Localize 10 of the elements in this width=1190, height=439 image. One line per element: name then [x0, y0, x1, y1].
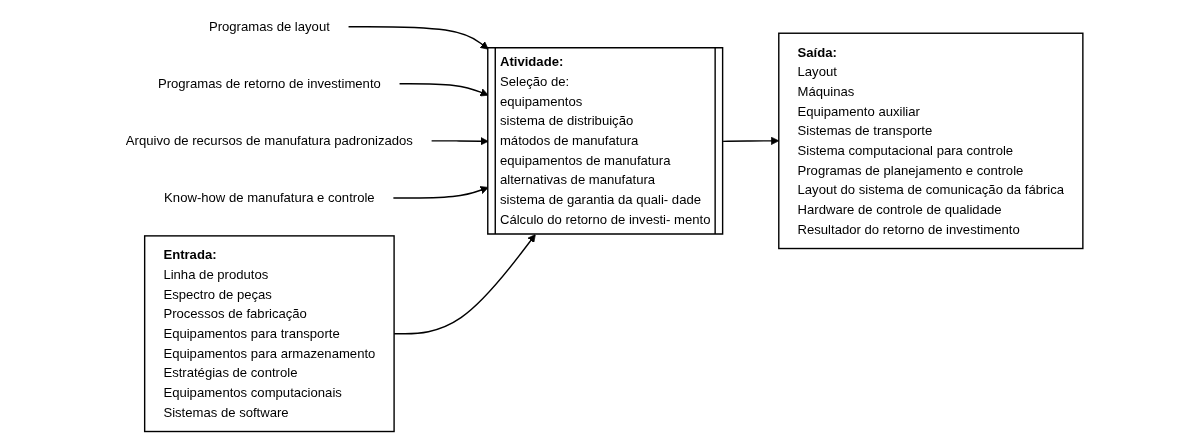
node-text: Programas de retorno de investimento: [157, 75, 381, 91]
node-box: Saída: Layout Máquinas Equipamento auxiliar Sistemas de transporte Sistema computacional para controle Programas de planejamento e controle Layout do sistema de comunicação da fábrica Hardware de controle de qualidade Resultador do retorno de investimento: [778, 32, 1084, 250]
arrow: [347, 26, 489, 50]
arrow: [398, 83, 489, 97]
node-text: Arquivo de recursos de manufatura padronizados: [125, 132, 413, 148]
node-text: Programas de layout: [208, 18, 330, 34]
node-text: Know-how de manufatura e controle: [164, 190, 375, 205]
arrow: [430, 137, 489, 146]
node-box: Entrada: Linha de produtos Espectro de peças Processos de fabricação Equipamentos para transporte Equipamentos para armazenamento Estratégias de controle Equipamentos computacionais Sistemas de software: [143, 235, 395, 433]
arrow: [392, 186, 489, 199]
